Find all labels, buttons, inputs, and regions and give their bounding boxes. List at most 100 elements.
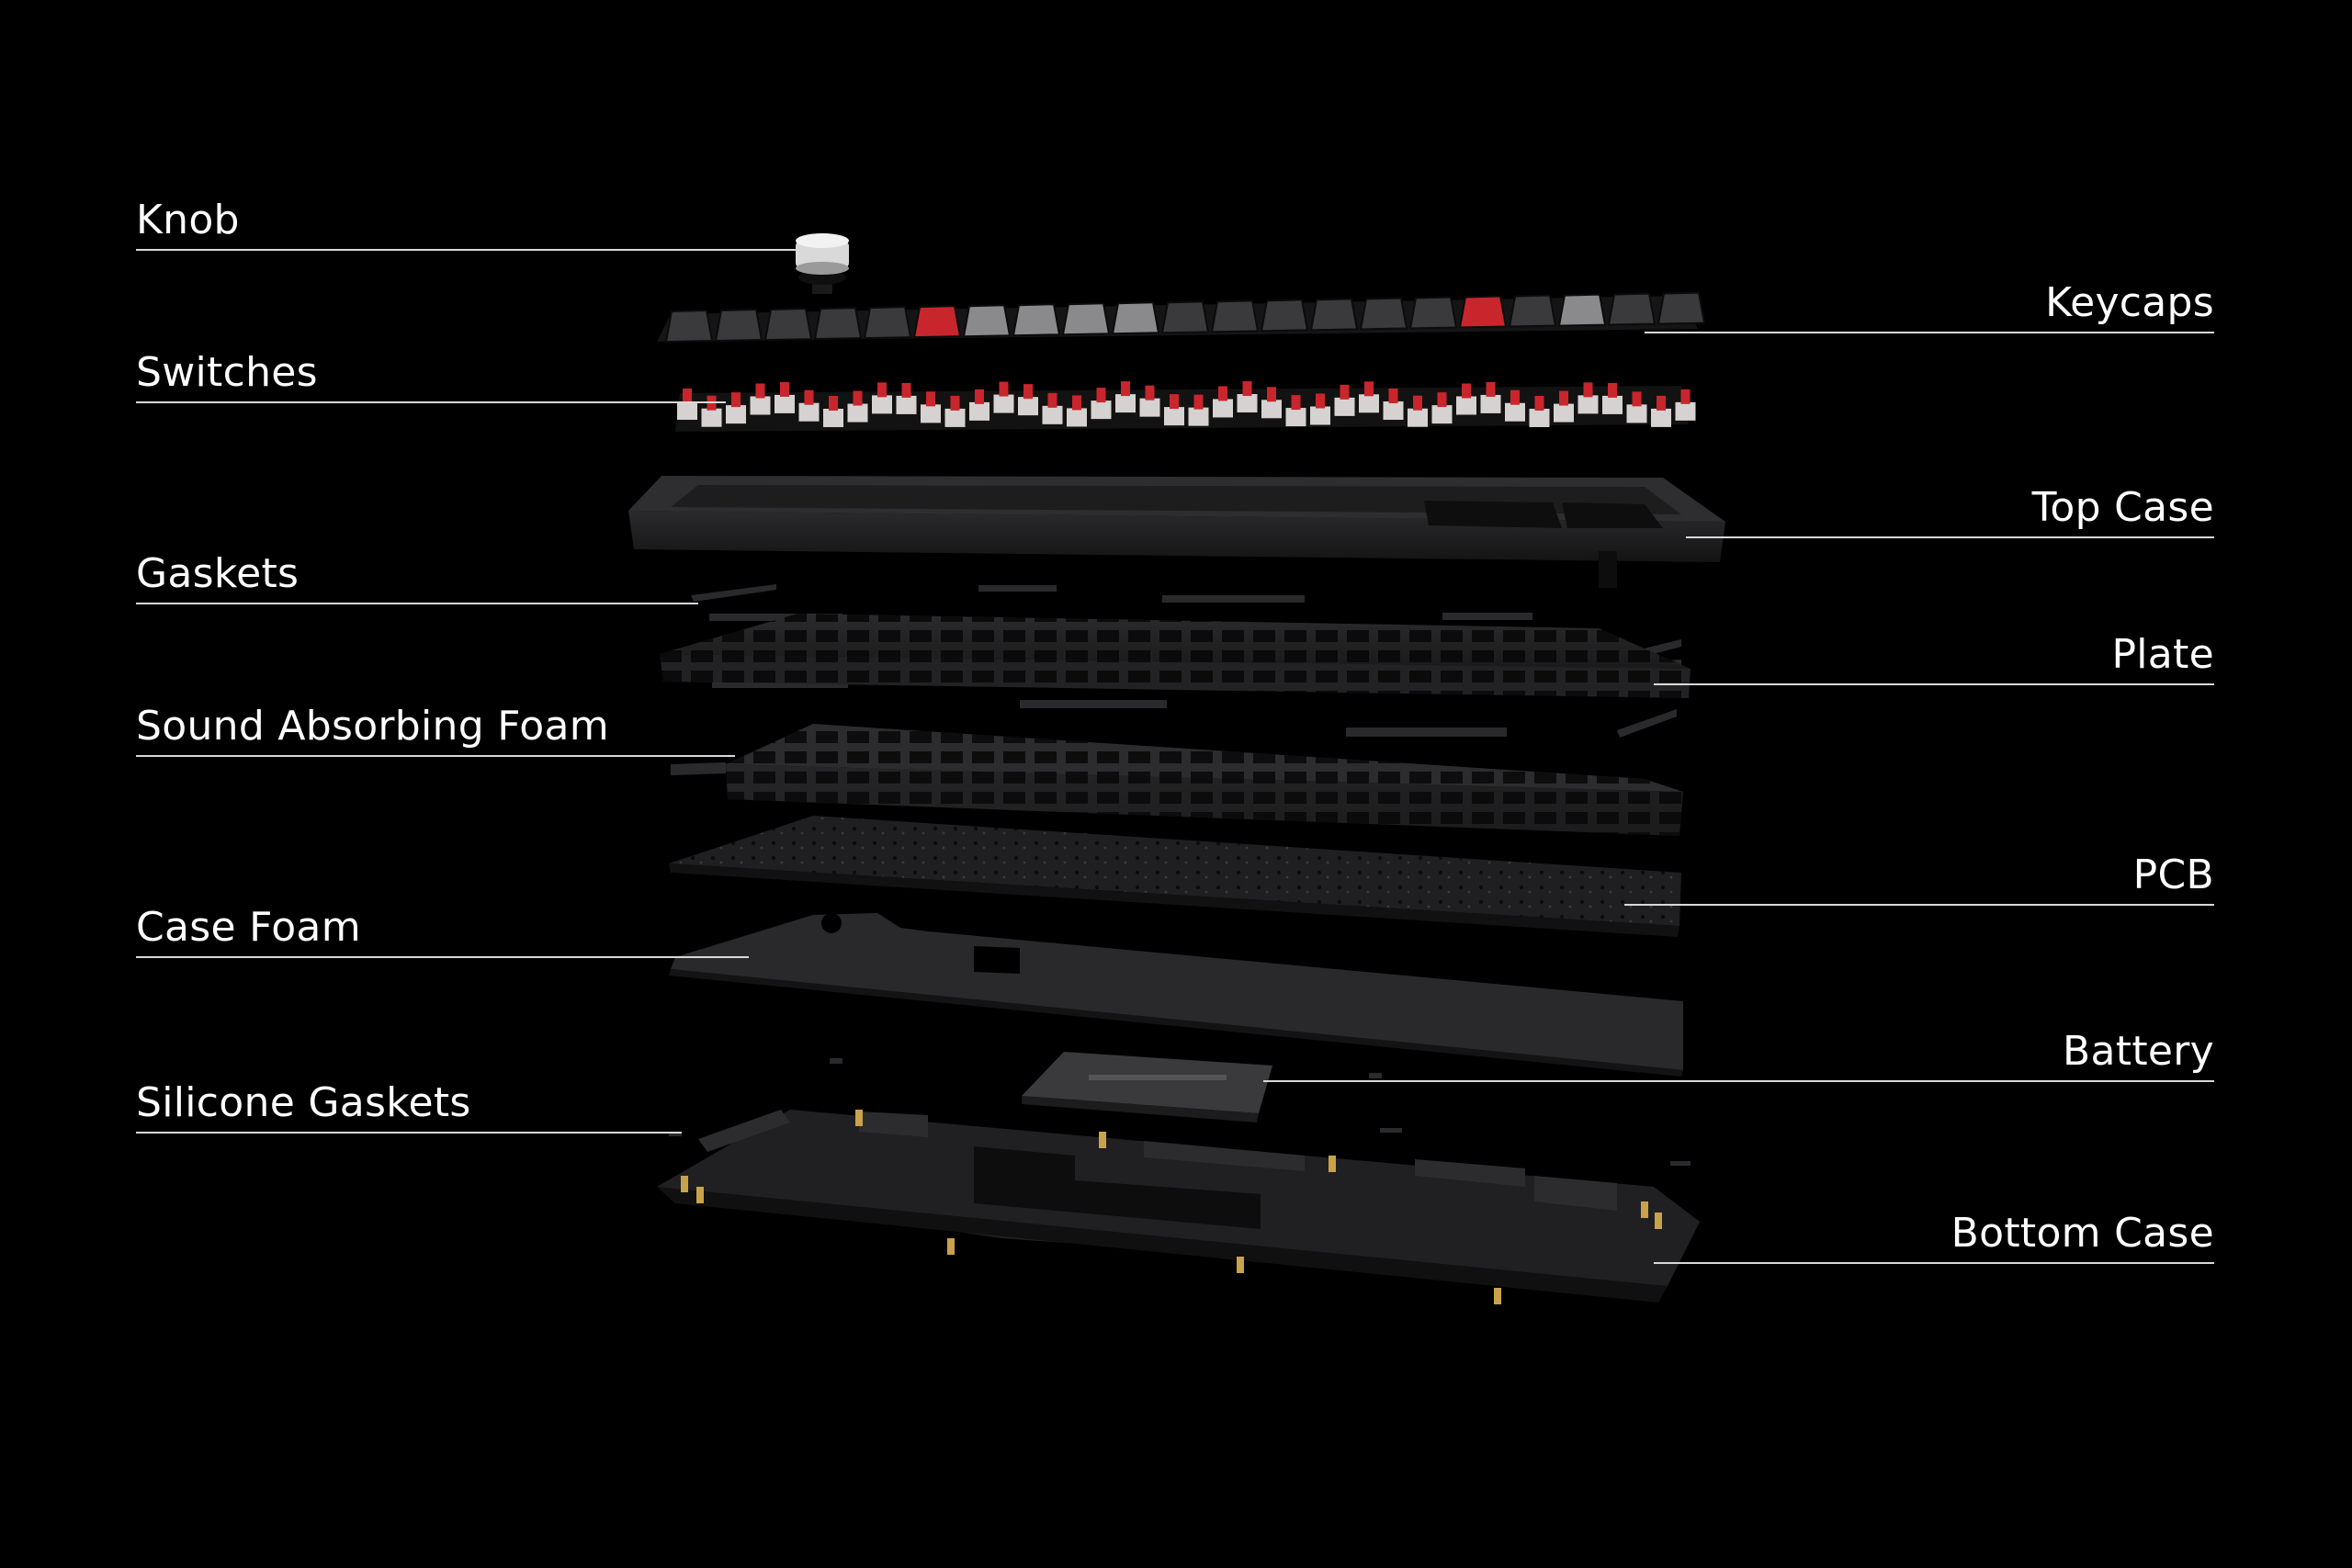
brass-standoff <box>947 1238 955 1255</box>
keycap <box>1012 303 1061 337</box>
brass-standoff <box>1099 1132 1106 1148</box>
switch-stem <box>1413 395 1422 411</box>
switch-stem <box>804 389 814 405</box>
switch-stem <box>901 382 911 398</box>
switch-stem <box>975 389 984 404</box>
switch-stem <box>1072 395 1081 411</box>
brass-standoff <box>1329 1156 1336 1172</box>
switch-housing <box>1334 397 1355 416</box>
switch-housing <box>1383 401 1404 421</box>
switch-stem <box>1340 384 1350 400</box>
switch-stem <box>1680 389 1690 404</box>
switch-housing <box>1042 405 1063 424</box>
pcb-part <box>669 816 1681 937</box>
switch-stem <box>1608 382 1617 398</box>
label-gaskets: Gaskets <box>136 550 300 597</box>
switch-housing <box>1261 400 1282 419</box>
keycap <box>1210 299 1260 333</box>
keycap <box>1111 301 1160 335</box>
switch-stem <box>999 381 1009 397</box>
switch-stem <box>926 391 935 407</box>
brass-standoff <box>1494 1288 1501 1304</box>
switch-stem <box>1121 381 1130 397</box>
switch-housing <box>944 408 966 427</box>
switch-stem <box>1291 395 1301 411</box>
switch-housing <box>775 394 795 413</box>
switch-housing <box>847 403 868 423</box>
switch-stem <box>1170 394 1179 410</box>
keycap <box>1359 297 1408 331</box>
label-silicone-gaskets: Silicone Gaskets <box>136 1079 471 1126</box>
keycap <box>664 309 714 344</box>
switch-housing <box>1456 396 1476 415</box>
label-sound-absorbing-foam: Sound Absorbing Foam <box>136 703 609 750</box>
label-top-case: Top Case <box>2031 484 2214 531</box>
switch-stem <box>1559 390 1568 406</box>
top-case-part <box>628 476 1725 588</box>
keycap <box>714 309 763 343</box>
knob-part <box>796 233 849 294</box>
switch-stem <box>1510 389 1520 405</box>
switch-stem <box>877 382 887 398</box>
switch-stem <box>1486 381 1496 397</box>
switch-housing <box>1577 395 1599 414</box>
switch-housing <box>872 395 892 414</box>
switch-housing <box>1626 404 1647 423</box>
switch-stem <box>1267 387 1276 402</box>
keycap <box>1260 299 1309 333</box>
brass-standoff <box>1655 1213 1662 1229</box>
label-bottom-case: Bottom Case <box>1951 1210 2214 1257</box>
switch-housing <box>1651 408 1671 427</box>
keycap <box>1607 292 1657 326</box>
switch-housing <box>1554 403 1574 423</box>
keycap <box>1061 302 1111 336</box>
label-battery: Battery <box>2063 1028 2214 1075</box>
switch-housing <box>823 408 843 427</box>
switch-housing <box>1505 402 1525 422</box>
switch-housing <box>1602 395 1623 414</box>
keycap <box>912 305 962 339</box>
plate-part <box>660 614 1690 698</box>
brass-standoff <box>855 1110 863 1126</box>
label-plate: Plate <box>2111 631 2214 678</box>
switch-housing <box>1188 407 1209 426</box>
switch-housing <box>726 405 746 424</box>
label-pcb: PCB <box>2132 852 2214 898</box>
switch-housing <box>993 394 1014 413</box>
switch-housing <box>969 401 989 421</box>
switch-housing <box>1529 408 1550 427</box>
switch-stem <box>1316 393 1325 409</box>
keycap <box>1408 296 1458 330</box>
brass-standoff <box>1237 1257 1244 1273</box>
leader-lines <box>136 249 2214 1264</box>
switch-housing <box>750 396 771 415</box>
switch-housing <box>921 404 941 423</box>
switch-housing <box>1480 394 1501 413</box>
keycap <box>813 307 863 341</box>
switch-housing <box>1018 397 1038 416</box>
switch-stem <box>829 395 838 411</box>
switch-housing <box>1675 401 1696 421</box>
switch-stem <box>1145 385 1155 400</box>
label-switches: Switches <box>136 349 318 396</box>
switch-housing <box>701 408 722 427</box>
switch-stem <box>1657 395 1666 411</box>
switch-stem <box>1364 381 1374 397</box>
switch-stem <box>950 395 960 411</box>
switch-housing <box>1091 400 1112 420</box>
keycap <box>1160 300 1210 334</box>
sound-absorbing-foam-part <box>671 724 1683 836</box>
switch-stem <box>1023 384 1033 400</box>
switch-housing <box>896 395 917 414</box>
switch-housing <box>1408 408 1428 427</box>
switch-stem <box>780 381 789 397</box>
keycap <box>1657 291 1706 325</box>
switch-stem <box>1632 391 1642 407</box>
switches-part <box>675 381 1696 432</box>
switch-stem <box>1583 382 1593 398</box>
silicone-gaskets-part <box>669 1058 1690 1166</box>
brass-standoff <box>1641 1201 1648 1218</box>
switch-housing <box>1139 398 1160 417</box>
